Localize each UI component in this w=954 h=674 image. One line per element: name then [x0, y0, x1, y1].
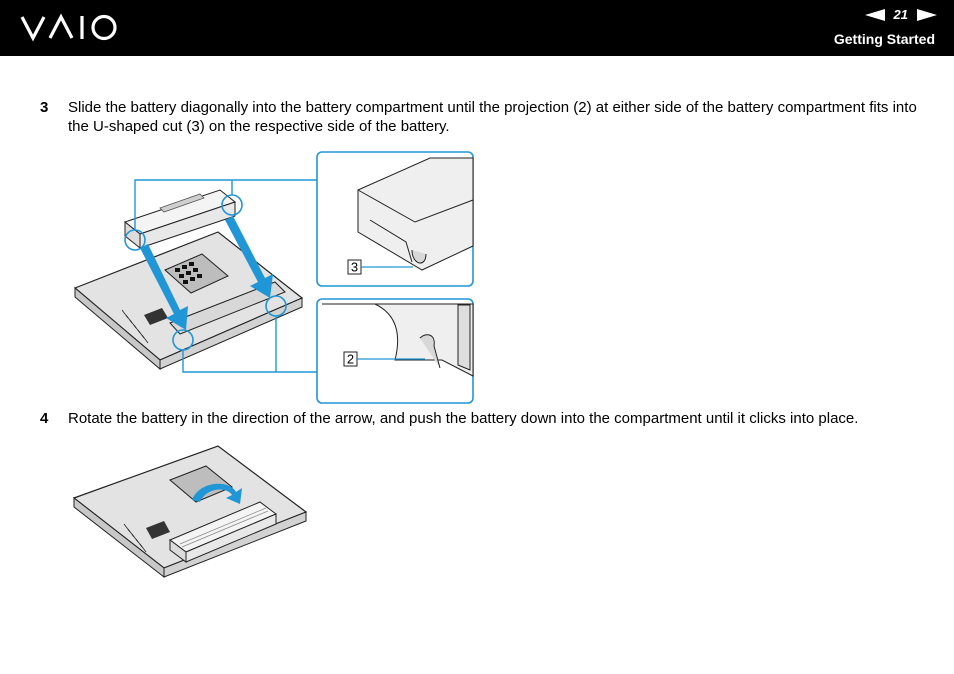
- step-number: 3: [40, 99, 49, 116]
- rotate-arrow-icon: [192, 483, 242, 504]
- battery-u-cut-detail: [357, 157, 474, 271]
- vaio-logo: [20, 13, 117, 42]
- page-header: 21 Getting Started: [0, 0, 954, 56]
- callout-3-label: 3: [351, 260, 358, 275]
- laptop-underside-illustration: [72, 445, 308, 579]
- previous-page-arrow-icon[interactable]: [864, 8, 886, 22]
- battery-illustration: [123, 189, 237, 250]
- battery-insertion-figure: 3 2: [73, 151, 474, 404]
- next-page-arrow-icon[interactable]: [916, 8, 938, 22]
- battery-rotate-figure: [72, 445, 308, 579]
- battery-illustration: [169, 501, 277, 563]
- page-navigation: 21: [864, 7, 938, 22]
- callout-2-label: 2: [347, 352, 354, 367]
- step-text: Rotate the battery in the direction of t…: [68, 410, 859, 427]
- step-number: 4: [40, 410, 49, 427]
- laptop-underside-illustration: [73, 231, 304, 371]
- step-text: Slide the battery diagonally into the ba…: [68, 99, 917, 135]
- insertion-arrows: [140, 216, 273, 330]
- compartment-projection-detail: [322, 303, 474, 377]
- page-number: 21: [893, 7, 908, 22]
- section-title: Getting Started: [833, 31, 935, 47]
